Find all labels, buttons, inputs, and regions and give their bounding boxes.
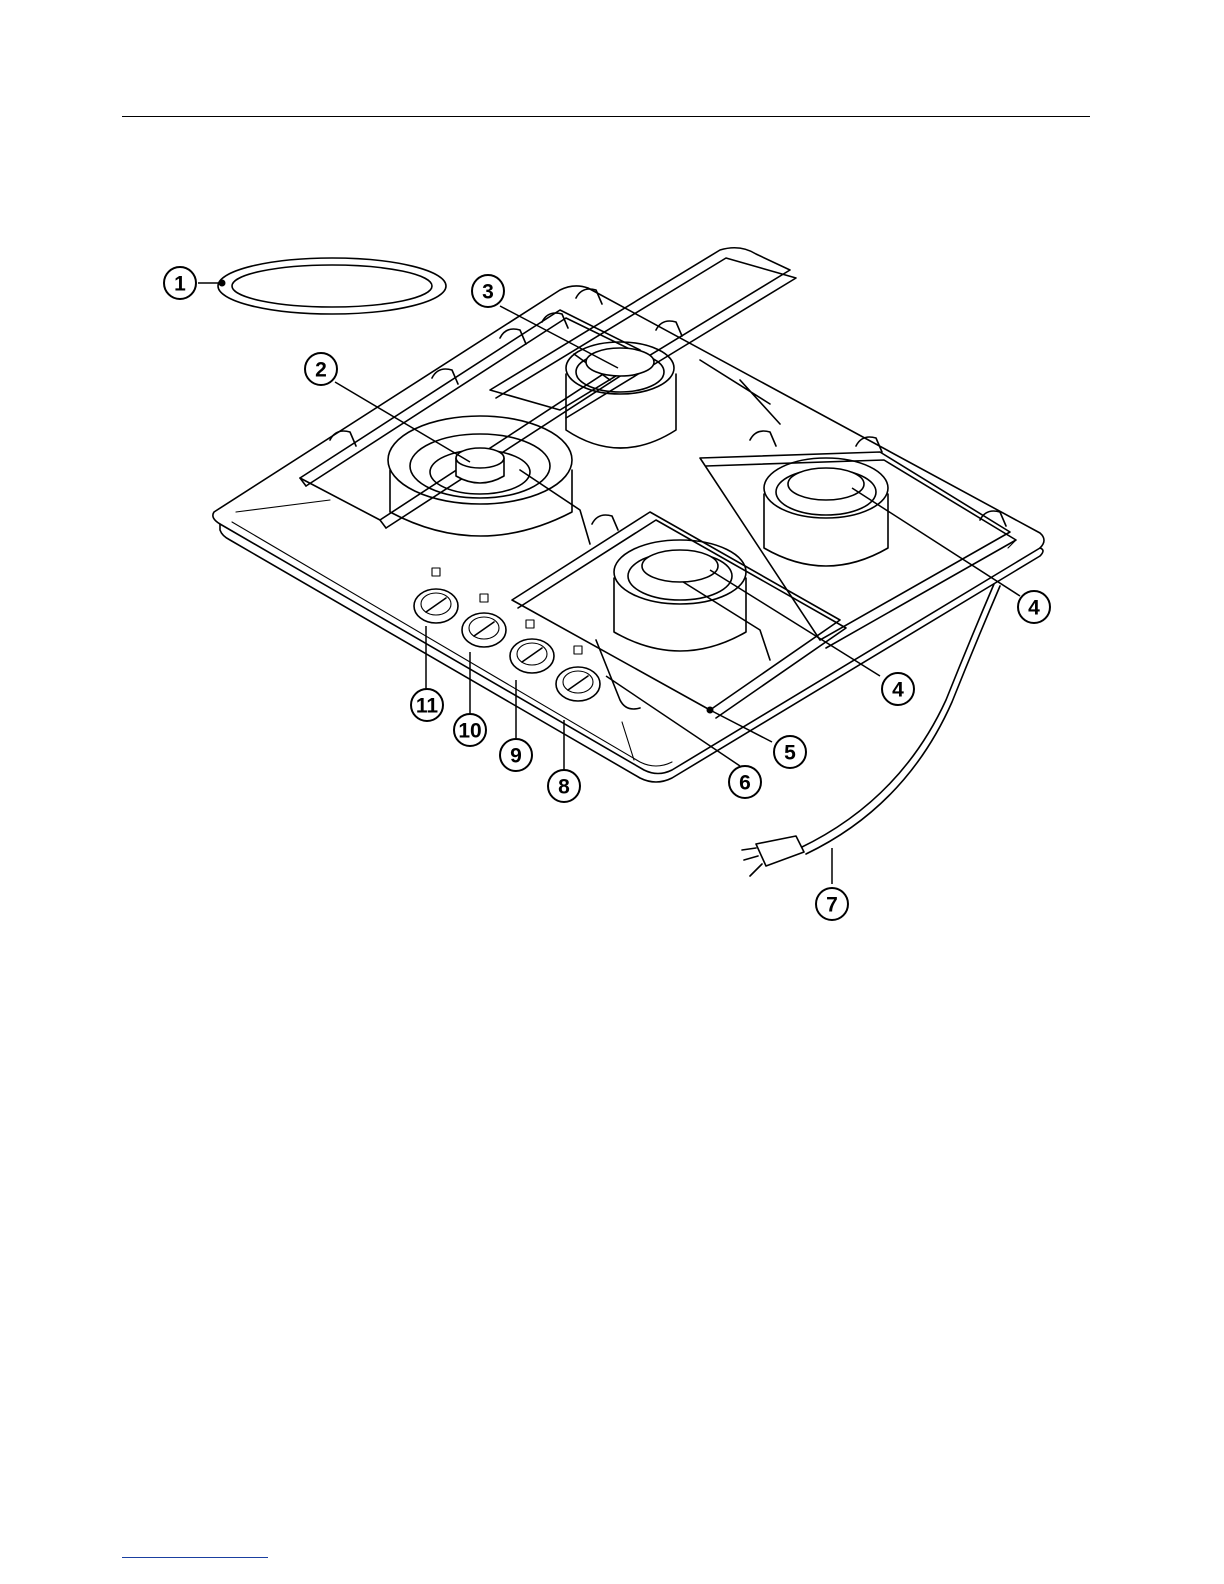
- svg-text:8: 8: [558, 776, 570, 799]
- svg-text:2: 2: [315, 359, 327, 382]
- svg-text:4: 4: [892, 679, 904, 702]
- callout-11: 11: [411, 689, 443, 721]
- callout-4-front: 4: [882, 673, 914, 705]
- svg-text:9: 9: [510, 745, 522, 768]
- callout-3: 3: [472, 275, 504, 307]
- callout-10: 10: [454, 714, 486, 746]
- svg-text:3: 3: [482, 281, 494, 304]
- svg-text:10: 10: [458, 720, 481, 743]
- callout-6: 6: [729, 766, 761, 798]
- svg-text:5: 5: [784, 742, 796, 765]
- callout-4-right: 4: [1018, 591, 1050, 623]
- callout-1: 1: [164, 267, 196, 299]
- footer-rule: [122, 1557, 268, 1558]
- callout-7: 7: [816, 888, 848, 920]
- svg-text:1: 1: [174, 273, 186, 296]
- callout-5: 5: [774, 736, 806, 768]
- svg-text:7: 7: [826, 894, 838, 917]
- svg-text:11: 11: [416, 695, 439, 718]
- svg-text:6: 6: [739, 772, 751, 795]
- callout-2: 2: [305, 353, 337, 385]
- callout-9: 9: [500, 739, 532, 771]
- wok-ring: [218, 258, 446, 314]
- svg-text:4: 4: [1028, 597, 1040, 620]
- callout-8: 8: [548, 770, 580, 802]
